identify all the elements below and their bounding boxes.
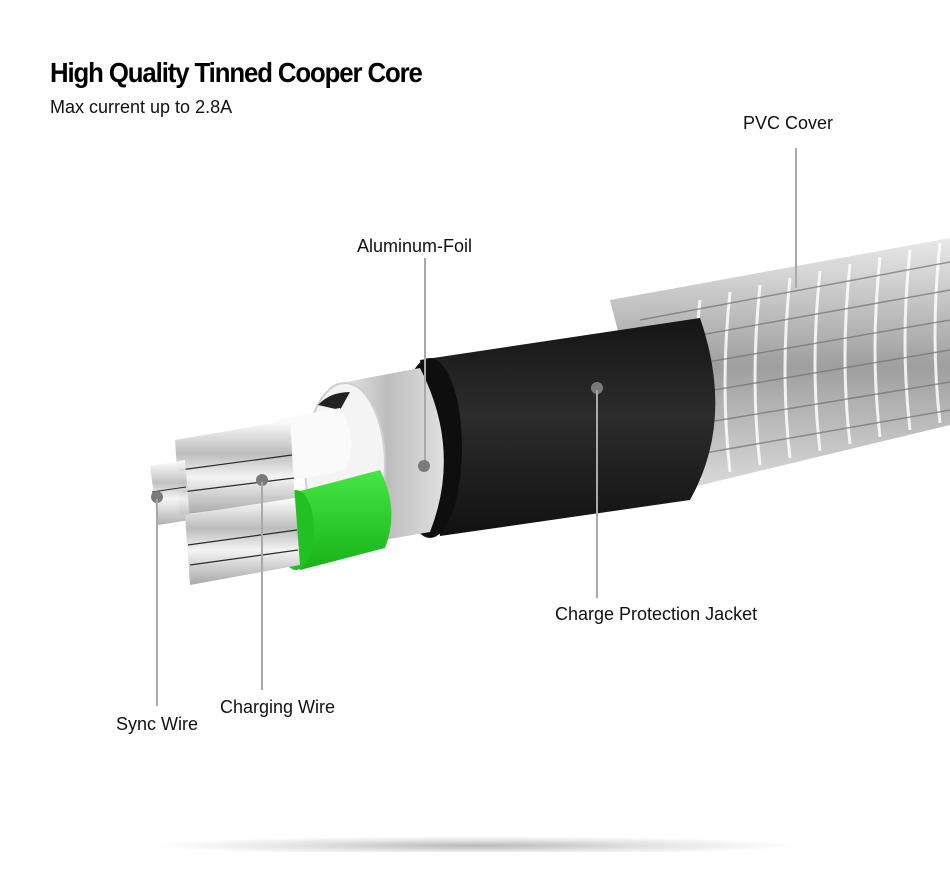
jacket-marker-dot <box>591 382 603 394</box>
pvc-cover-leader-line <box>795 148 797 288</box>
aluminum-foil-marker-dot <box>418 460 430 472</box>
charge-protection-jacket-label: Charge Protection Jacket <box>555 604 758 624</box>
sync-wire-leader-line <box>156 499 158 706</box>
sync-wire-marker-dot <box>151 491 163 503</box>
aluminum-foil-leader-line <box>424 258 426 466</box>
charging-wire-marker-dot <box>256 474 268 486</box>
charging-wire-strands <box>175 420 295 515</box>
charging-wire-leader-line <box>261 482 263 690</box>
page-subtitle: Max current up to 2.8A <box>50 97 233 117</box>
pvc-cover-label: PVC Cover <box>743 113 834 133</box>
page-title: High Quality Tinned Cooper Core <box>50 57 423 88</box>
jacket-leader-line <box>596 390 598 598</box>
floor-shadow <box>150 836 800 852</box>
aluminum-foil-label: Aluminum-Foil <box>357 236 473 256</box>
charging-wire-label: Charging Wire <box>220 697 336 717</box>
sync-wire-label: Sync Wire <box>116 714 199 734</box>
protection-jacket <box>420 318 716 536</box>
lower-wire-strands <box>185 498 300 585</box>
